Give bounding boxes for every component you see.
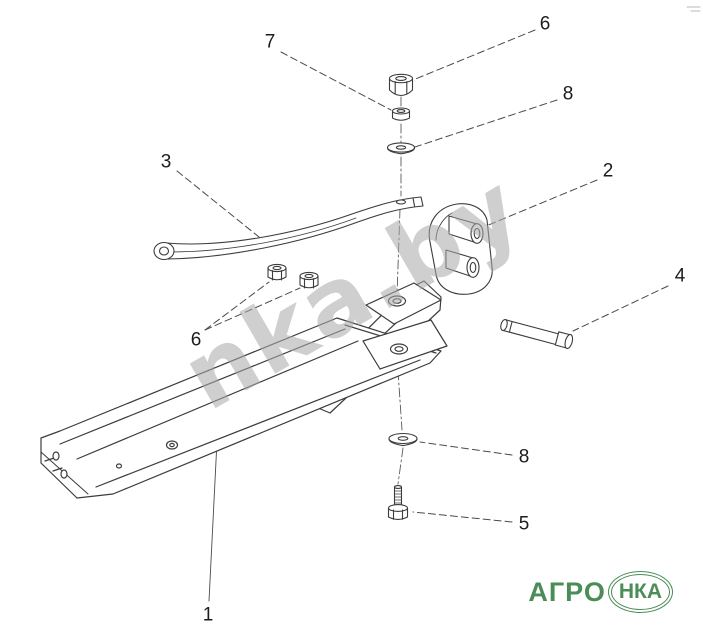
callout-4: 4 [674,265,686,287]
part-8-washer-top [386,142,416,155]
callout-1: 1 [202,604,214,626]
agronka-logo: АГРО НКА [528,571,673,613]
part-2-bracket [428,203,493,295]
leader-lines [176,29,669,523]
corner-marking [686,6,701,12]
callout-6-top: 6 [539,13,551,35]
callout-8-top: 8 [562,83,574,105]
logo-oval-text: НКА [607,571,673,613]
callout-3: 3 [160,151,172,173]
callout-7: 7 [264,31,276,53]
leader-line-part-1 [208,440,218,602]
part-6-nuts-middle [267,263,319,289]
part-6-nut-top [388,73,414,97]
part-1-frame [40,280,448,499]
callout-8-bottom: 8 [518,446,530,468]
part-8-washer-bottom [388,432,418,447]
part-3-lever [153,196,424,261]
part-7-locknut [391,107,411,121]
axis-lines [396,96,404,485]
part-5-bolt [387,485,409,520]
callout-5: 5 [518,513,530,535]
callout-6-middle: 6 [190,329,202,351]
callout-2: 2 [602,160,614,182]
logo-text: АГРО [528,576,606,607]
part-4-pin [500,318,574,350]
